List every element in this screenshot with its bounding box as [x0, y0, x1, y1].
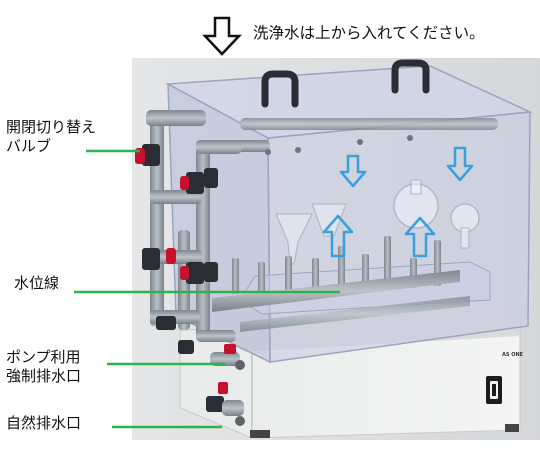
pump-drain-pipe	[210, 352, 240, 366]
flow-up-arrow-icon	[322, 214, 354, 258]
cover-handle-left	[261, 70, 299, 108]
funnel	[275, 213, 313, 265]
callout-pump-drain: ポンプ利用 強制排水口	[6, 348, 81, 386]
callout-natural-drain: 自然排水口	[6, 414, 82, 432]
callout-lines	[74, 149, 340, 429]
brand-logo: AS ONE	[502, 352, 524, 358]
callout-switch-valve: 開閉切り替え バルブ	[6, 118, 96, 156]
instruction-caption: 洗浄水は上から入れてください。	[253, 24, 485, 42]
flow-down-arrow-icon	[339, 154, 367, 188]
flow-down-arrow-icon	[446, 146, 474, 182]
callout-pump-drain-line1: ポンプ利用	[6, 348, 81, 366]
callout-switch-valve-line2: バルブ	[6, 137, 52, 155]
callout-pump-drain-line2: 強制排水口	[6, 367, 82, 385]
flow-up-arrow-icon	[404, 216, 436, 258]
down-outline-arrow-icon	[202, 16, 242, 56]
natural-drain-pipe	[222, 400, 244, 416]
cover-handle-right	[391, 59, 430, 94]
switch-valve-group	[135, 144, 218, 284]
acrylic-cover-front	[267, 111, 531, 363]
callout-water-line: 水位線	[14, 274, 60, 292]
callout-switch-valve-line1: 開閉切り替え	[6, 118, 97, 136]
